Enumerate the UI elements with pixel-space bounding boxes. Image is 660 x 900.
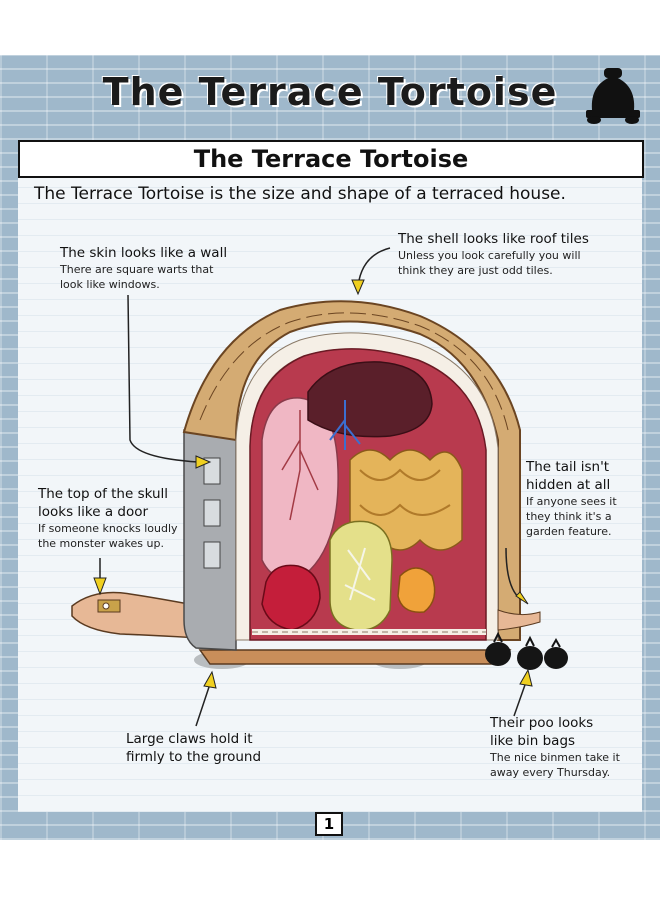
page-heading: The Terrace Tortoise (18, 140, 644, 178)
callout-skin-head: The skin looks like a wall (60, 245, 228, 261)
page-number: 1 (315, 812, 343, 836)
kidney (397, 567, 436, 613)
callout-tail-sub: garden feature. (526, 525, 612, 538)
arrow-head (351, 279, 365, 296)
callout-skull-head: The top of the skull (38, 486, 169, 502)
arrow-head (203, 670, 217, 689)
liver (307, 361, 433, 438)
arrow-claws (195, 683, 211, 727)
arrow-head (519, 668, 533, 687)
wart-window (203, 541, 221, 569)
wart-window (203, 457, 221, 485)
callout-skull: The top of the skull looks like a door I… (38, 485, 178, 551)
callout-skull-head: looks like a door (38, 504, 149, 520)
callout-skin-sub: look like windows. (60, 278, 160, 291)
shell-roof (182, 300, 521, 641)
arrow-head (93, 577, 107, 596)
callout-poo-sub: away every Thursday. (490, 766, 611, 779)
tail (497, 609, 541, 631)
stomach (329, 520, 393, 631)
tortoise-silhouette-icon (586, 68, 640, 124)
callout-poo-head: like bin bags (490, 733, 576, 749)
eye (102, 602, 110, 610)
callout-skull-sub: the monster wakes up. (38, 537, 164, 550)
callout-tail-head: hidden at all (526, 477, 611, 493)
bin-bags (485, 631, 568, 670)
skin-wall (183, 429, 237, 651)
callout-skull-sub: If someone knocks loudly (38, 522, 178, 535)
callout-shell-sub: Unless you look carefully you will (398, 249, 581, 262)
callout-tail-head: The tail isn't (526, 459, 610, 475)
callout-claws-head: Large claws hold it (126, 731, 253, 747)
callout-tail-sub: they think it's a (526, 510, 612, 523)
arrow-head (515, 591, 529, 605)
callout-shell: The shell looks like roof tiles Unless y… (398, 230, 589, 278)
callout-tail: The tail isn't hidden at all If anyone s… (526, 458, 617, 539)
callout-skin: The skin looks like a wall There are squ… (60, 244, 227, 292)
arrow-poo (513, 681, 527, 717)
callout-shell-head: The shell looks like roof tiles (398, 231, 589, 247)
plastron (198, 649, 512, 665)
heart (261, 564, 321, 631)
callout-poo: Their poo looks like bin bags The nice b… (490, 714, 620, 780)
intro-text: The Terrace Tortoise is the size and sha… (34, 184, 566, 204)
callout-tail-sub: If anyone sees it (526, 495, 617, 508)
callout-poo-sub: The nice binmen take it (490, 751, 620, 764)
arrow-head (195, 455, 212, 469)
callout-skin-sub: There are square warts that (60, 263, 214, 276)
arrow-skin (127, 294, 199, 463)
callout-claws-head: firmly to the ground (126, 749, 262, 765)
callout-poo-head: Their poo looks (490, 715, 594, 731)
callout-shell-sub: think they are just odd tiles. (398, 264, 553, 277)
banner-title: The Terrace Tortoise (102, 70, 558, 114)
callout-claws: Large claws hold it firmly to the ground (126, 730, 261, 766)
wart-window (203, 499, 221, 527)
